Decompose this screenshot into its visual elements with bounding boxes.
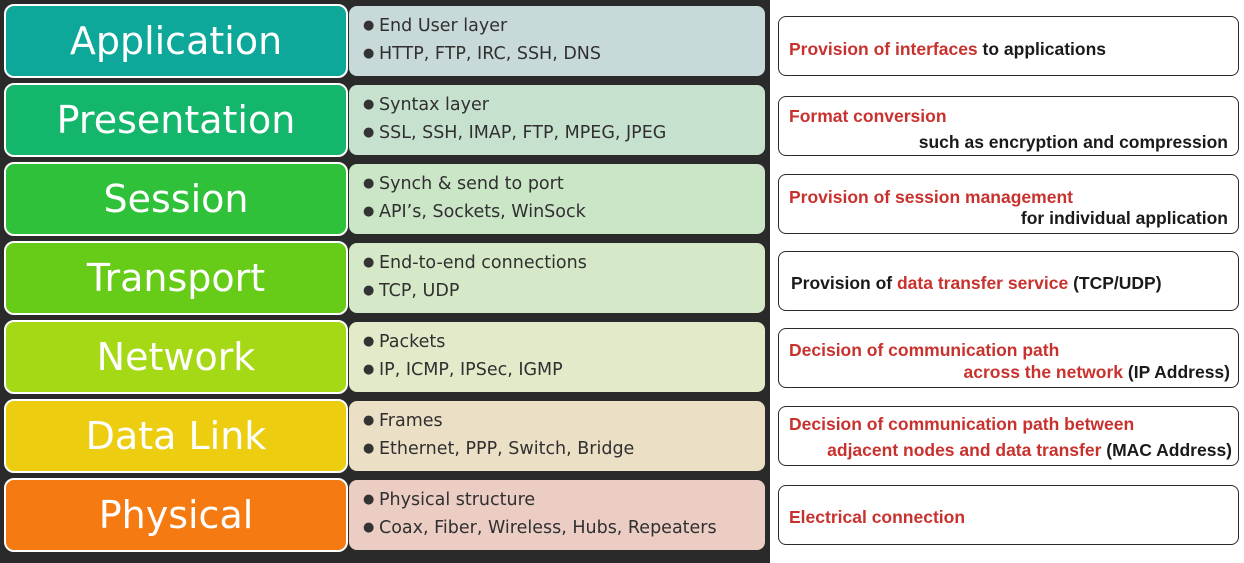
bullet-icon: ●: [363, 520, 375, 535]
bullet-icon: ●: [363, 362, 375, 377]
bullet-icon: ●: [363, 255, 375, 270]
layer-row-session: Session ● Synch & send to port ● API’s, So…: [4, 162, 765, 236]
bullet-icon: ●: [363, 18, 375, 33]
layer-item: HTTP, FTP, IRC, SSH, DNS: [379, 44, 602, 64]
layer-item: Frames: [379, 411, 443, 431]
bullet-icon: ●: [363, 204, 375, 219]
layer-item: End-to-end connections: [379, 253, 587, 273]
function-text-red: adjacent nodes and data transfer: [827, 440, 1102, 460]
function-text-red: Provision of session management: [789, 187, 1073, 207]
layer-name-transport: Transport: [4, 241, 348, 315]
function-box-presentation: Format conversion such as encryption and…: [778, 96, 1239, 156]
function-box-session: Provision of session management for indi…: [778, 174, 1239, 234]
layer-desc-application: ● End User layer ● HTTP, FTP, IRC, SSH, DN…: [349, 6, 765, 76]
osi-layers-panel: Application ● End User layer ● HTTP, FTP, …: [0, 0, 770, 563]
function-text-black: for individual application: [1020, 208, 1228, 228]
function-text-red: across the network: [963, 362, 1124, 382]
layer-item: Packets: [379, 332, 446, 352]
function-box-physical: Electrical connection: [778, 485, 1239, 545]
function-text-black: to applications: [977, 39, 1107, 59]
layer-name-network: Network: [4, 320, 348, 394]
layer-row-data-link: Data Link ● Frames ● Ethernet, PPP, Switch…: [4, 399, 765, 473]
bullet-icon: ●: [363, 441, 375, 456]
function-text-red: Format conversion: [789, 106, 947, 126]
bullet-icon: ●: [363, 492, 375, 507]
layer-functions-panel: Provision of interfaces to applications …: [772, 0, 1244, 563]
bullet-icon: ●: [363, 283, 375, 298]
layer-item: Ethernet, PPP, Switch, Bridge: [379, 439, 635, 459]
bullet-icon: ●: [363, 334, 375, 349]
layer-name-physical: Physical: [4, 478, 348, 552]
layer-item: End User layer: [379, 16, 508, 36]
layer-row-transport: Transport ● End-to-end connections ● TCP, …: [4, 241, 765, 315]
function-text-red: Decision of communication path: [789, 340, 1060, 360]
layer-desc-presentation: ● Syntax layer ● SSL, SSH, IMAP, FTP, MPEG…: [349, 85, 765, 155]
layer-name-application: Application: [4, 4, 348, 78]
layer-item: TCP, UDP: [379, 281, 460, 301]
function-text-black: such as encryption and compression: [918, 132, 1228, 152]
layer-name-session: Session: [4, 162, 348, 236]
function-text-black: Provision of: [791, 273, 897, 293]
function-box-transport: Provision of data transfer service (TCP/…: [778, 251, 1239, 311]
layer-item: Synch & send to port: [379, 174, 564, 194]
layer-row-application: Application ● End User layer ● HTTP, FTP, …: [4, 4, 765, 78]
layer-name-presentation: Presentation: [4, 83, 348, 157]
function-text-black: (IP Address): [1123, 362, 1230, 382]
layer-desc-physical: ● Physical structure ● Coax, Fiber, Wirele…: [349, 480, 765, 550]
function-text-red: data transfer service: [896, 273, 1069, 293]
function-text-red: Provision of interfaces: [789, 39, 978, 59]
bullet-icon: ●: [363, 413, 375, 428]
function-box-data-link: Decision of communication path between a…: [778, 406, 1239, 466]
layer-row-network: Network ● Packets ● IP, ICMP, IPSec, IGMP: [4, 320, 765, 394]
layer-item: IP, ICMP, IPSec, IGMP: [379, 360, 563, 380]
function-text-red: Decision of communication path between: [789, 414, 1135, 434]
layer-item: API’s, Sockets, WinSock: [379, 202, 586, 222]
bullet-icon: ●: [363, 125, 375, 140]
function-text-black: (TCP/UDP): [1068, 273, 1162, 293]
layer-name-data-link: Data Link: [4, 399, 348, 473]
layer-row-presentation: Presentation ● Syntax layer ● SSL, SSH, IM…: [4, 83, 765, 157]
layer-item: Coax, Fiber, Wireless, Hubs, Repeaters: [379, 518, 717, 538]
layer-desc-session: ● Synch & send to port ● API’s, Sockets, W…: [349, 164, 765, 234]
layer-item: Syntax layer: [379, 95, 489, 115]
layer-item: Physical structure: [379, 490, 536, 510]
bullet-icon: ●: [363, 176, 375, 191]
layer-desc-network: ● Packets ● IP, ICMP, IPSec, IGMP: [349, 322, 765, 392]
layer-row-physical: Physical ● Physical structure ● Coax, Fibe…: [4, 478, 765, 552]
layer-desc-data-link: ● Frames ● Ethernet, PPP, Switch, Bridge: [349, 401, 765, 471]
bullet-icon: ●: [363, 97, 375, 112]
layer-desc-transport: ● End-to-end connections ● TCP, UDP: [349, 243, 765, 313]
function-box-network: Decision of communication path across th…: [778, 328, 1239, 388]
function-box-application: Provision of interfaces to applications: [778, 16, 1239, 76]
bullet-icon: ●: [363, 46, 375, 61]
function-text-red: Electrical connection: [789, 507, 966, 527]
function-text-black: (MAC Address): [1101, 440, 1232, 460]
layer-item: SSL, SSH, IMAP, FTP, MPEG, JPEG: [379, 123, 667, 143]
